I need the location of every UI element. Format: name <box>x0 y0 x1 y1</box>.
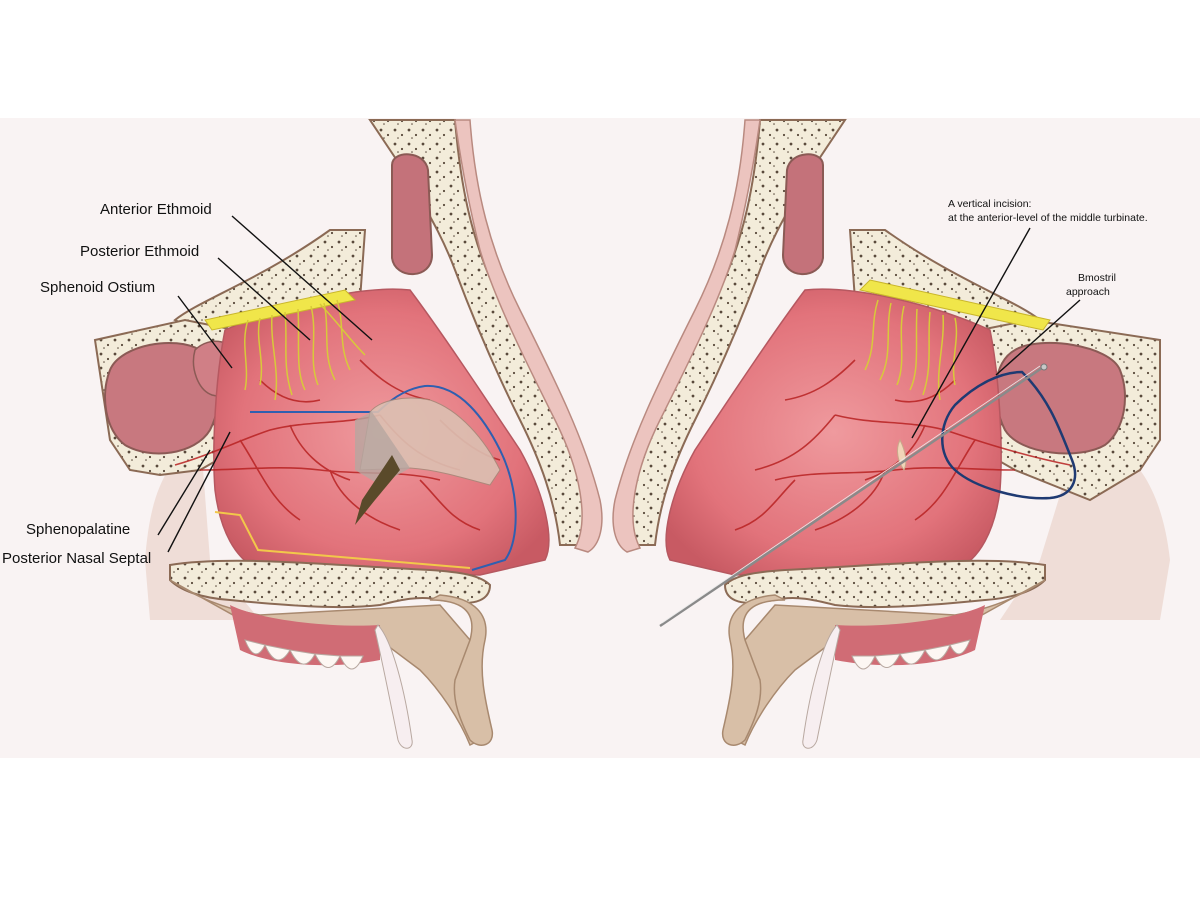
cribriform-plate-right <box>858 279 1051 331</box>
leader-lines-right <box>911 227 1081 439</box>
surgical-probe <box>659 366 1043 628</box>
teeth-right <box>851 639 971 670</box>
label-anterior-ethmoid: Anterior Ethmoid <box>100 201 212 218</box>
right-panel-binostril-approach: A vertical incision: at the anterior-lev… <box>612 119 1170 749</box>
left-panel-septal-flap: Anterior Ethmoid Posterior Ethmoid Sphen… <box>2 119 603 749</box>
nasal-skin <box>454 119 603 553</box>
incisor <box>374 624 413 749</box>
label-sphenoid-ostium: Sphenoid Ostium <box>40 279 155 296</box>
inferior-incision-line <box>214 511 471 569</box>
label-vertical-incision-line2: at the anterior-level of the middle turb… <box>948 212 1148 224</box>
premaxilla <box>429 594 494 746</box>
binostril-flap-outline <box>941 370 1077 500</box>
probe-tip <box>1040 363 1048 371</box>
sphenoid-sinus <box>104 342 221 455</box>
label-binostril-line1: Bmostril <box>1078 272 1116 284</box>
nasal-skin-right <box>612 119 761 553</box>
sphenoid-sinus-right <box>994 341 1126 455</box>
label-sphenopalatine: Sphenopalatine <box>26 521 130 538</box>
label-vertical-incision-line1: A vertical incision: <box>948 198 1031 210</box>
leader-lines <box>157 215 373 553</box>
cribriform-plate <box>204 289 357 331</box>
label-binostril-line2: approach <box>1066 286 1110 298</box>
frontal-sinus <box>391 153 434 276</box>
surgical-probe-highlight <box>661 365 1041 624</box>
flap-direction-arrow <box>355 455 400 525</box>
frontal-sinus-right <box>781 153 824 276</box>
incisor-right <box>802 624 841 749</box>
label-posterior-ethmoid: Posterior Ethmoid <box>80 243 199 260</box>
teeth <box>244 639 364 670</box>
label-posterior-nasal-septal: Posterior Nasal Septal <box>2 550 151 567</box>
premaxilla-right <box>721 594 786 746</box>
flap-outline <box>250 384 517 571</box>
septal-mucosa-right <box>665 288 1002 576</box>
olfactory-nerves <box>244 299 366 401</box>
